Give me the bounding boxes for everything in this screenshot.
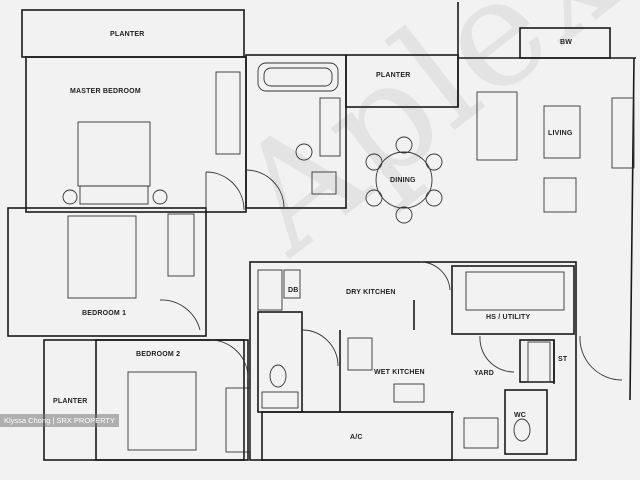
label-planter-left: PLANTER [53, 398, 88, 405]
label-master-bedroom: MASTER BEDROOM [70, 88, 141, 95]
label-dry-kitchen: DRY KITCHEN [346, 289, 396, 296]
label-wet-kitchen: WET KITCHEN [374, 369, 425, 376]
label-ac: A/C [350, 434, 363, 441]
bedroom-2-outline [95, 339, 249, 461]
ac-ledge-outline [261, 411, 453, 461]
label-bedroom-1: BEDROOM 1 [82, 310, 127, 317]
label-living: LIVING [548, 130, 573, 137]
bedroom-1-outline [7, 207, 207, 337]
planter-mid-outline [345, 54, 459, 108]
label-db: DB [288, 287, 299, 294]
master-bath-outline [245, 54, 347, 209]
kitchen-block-outline [249, 261, 577, 461]
label-bedroom-2: BEDROOM 2 [136, 351, 181, 358]
source-caption: Klyssa Chong | SRX PROPERTY [0, 414, 120, 427]
label-yard: YARD [474, 370, 494, 377]
label-hs-utility: HS / UTILITY [486, 314, 531, 321]
label-dining: DINING [390, 177, 416, 184]
label-bw: BW [560, 39, 573, 46]
label-planter-mid: PLANTER [376, 72, 411, 79]
master-bedroom-outline [25, 56, 247, 213]
label-st: ST [558, 356, 568, 363]
hs-utility-outline [451, 265, 575, 335]
label-planter-top: PLANTER [110, 31, 145, 38]
label-wc: WC [514, 412, 527, 419]
